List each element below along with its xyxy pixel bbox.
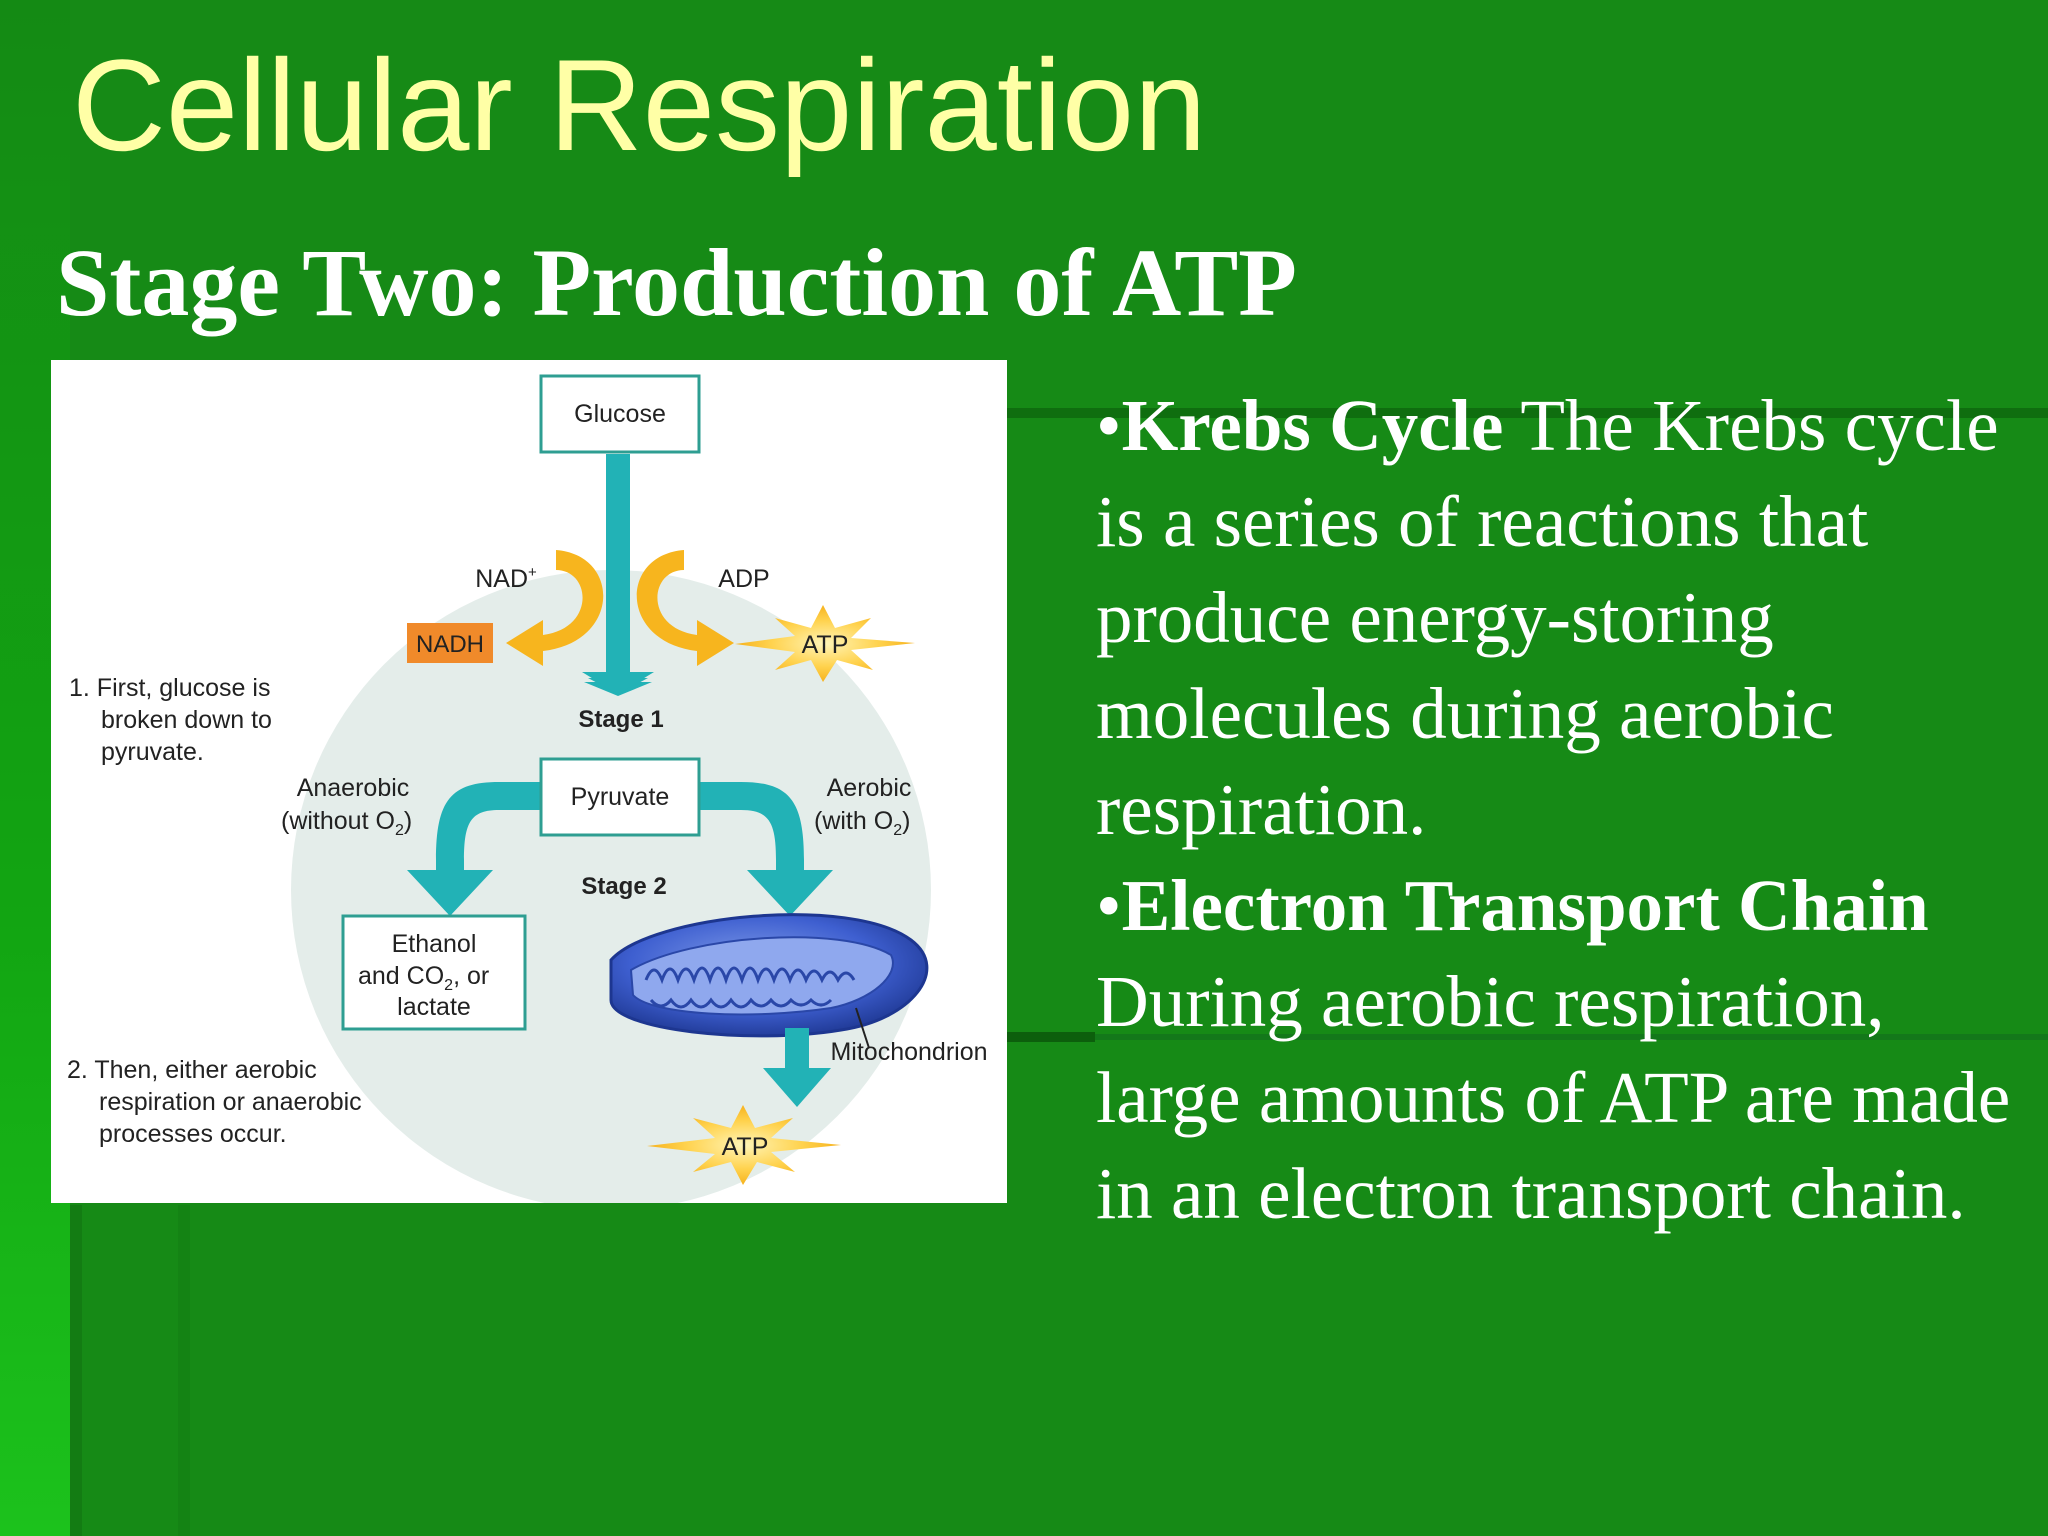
respiration-diagram: Glucose NAD+ NADH ADP ATP 1. First, gluc… xyxy=(51,360,1007,1203)
step1-text: 1. First, glucose is broken down to pyru… xyxy=(69,674,279,766)
stage1-label: Stage 1 xyxy=(578,706,663,733)
slide-subtitle: Stage Two: Production of ATP xyxy=(56,229,1297,336)
step2-text: 2. Then, either aerobic respiration or a… xyxy=(67,1056,369,1148)
glucose-box xyxy=(539,374,701,454)
anaerobic-label: Anaerobic xyxy=(297,774,410,802)
adp-label: ADP xyxy=(718,565,769,593)
glucose-label: Glucose xyxy=(574,400,666,428)
aerobic-label: Aerobic xyxy=(827,774,912,802)
bullet-term: Electron Transport Chain xyxy=(1121,865,1929,946)
bullet-marker: • xyxy=(1096,865,1122,946)
atp-bottom-label: ATP xyxy=(722,1133,769,1161)
ethanol-label: Ethanol xyxy=(392,930,477,958)
decorative-line xyxy=(1095,1034,2048,1040)
atp-top-label: ATP xyxy=(802,631,849,659)
decorative-line xyxy=(1005,1032,1095,1042)
bullet-text: During aerobic respiration, large amount… xyxy=(1096,961,2011,1234)
background-stripe xyxy=(70,1205,82,1536)
background-circle xyxy=(291,570,931,1203)
bullet-marker: • xyxy=(1096,385,1122,466)
decorative-line xyxy=(1005,408,2048,418)
stage1-arrow-shaft xyxy=(606,454,630,690)
anaerobic-branch-arrow xyxy=(407,782,543,916)
pyruvate-label: Pyruvate xyxy=(571,783,670,811)
nad-curved-arrow xyxy=(506,550,604,666)
slide-title: Cellular Respiration xyxy=(72,32,1207,178)
adp-curved-arrow xyxy=(636,550,734,666)
slide-body: •Krebs Cycle The Krebs cycle is a series… xyxy=(1096,378,2036,1242)
stage2-label: Stage 2 xyxy=(581,873,666,900)
mito-arrowhead xyxy=(763,1068,831,1107)
nadh-label: NADH xyxy=(416,631,484,658)
anaerobic-condition: (without O2) xyxy=(281,807,412,839)
bullet-text: The Krebs cycle is a series of reactions… xyxy=(1096,385,1999,850)
atp-burst-top xyxy=(735,605,915,682)
ethanol-box xyxy=(341,914,527,1031)
aerobic-condition: (with O2) xyxy=(814,807,910,839)
bullet-electron-transport-chain: •Electron Transport Chain During aerobic… xyxy=(1096,858,2036,1242)
pyruvate-box xyxy=(539,757,701,837)
mito-arrow-shaft xyxy=(785,1028,809,1072)
ethanol-co2-label: and CO2, or xyxy=(358,962,489,994)
background-stripe xyxy=(178,1205,190,1536)
lactate-label: lactate xyxy=(397,993,471,1021)
bullet-term: Krebs Cycle xyxy=(1121,385,1504,466)
atp-burst-bottom xyxy=(647,1105,841,1185)
nadh-box xyxy=(407,623,493,663)
nad-label: NAD+ xyxy=(475,564,537,593)
aerobic-branch-arrow xyxy=(697,782,833,916)
mitochondrion-illustration xyxy=(609,913,929,1049)
mitochondrion-label: Mitochondrion xyxy=(830,1038,987,1066)
bullet-krebs-cycle: •Krebs Cycle The Krebs cycle is a series… xyxy=(1096,378,2036,858)
